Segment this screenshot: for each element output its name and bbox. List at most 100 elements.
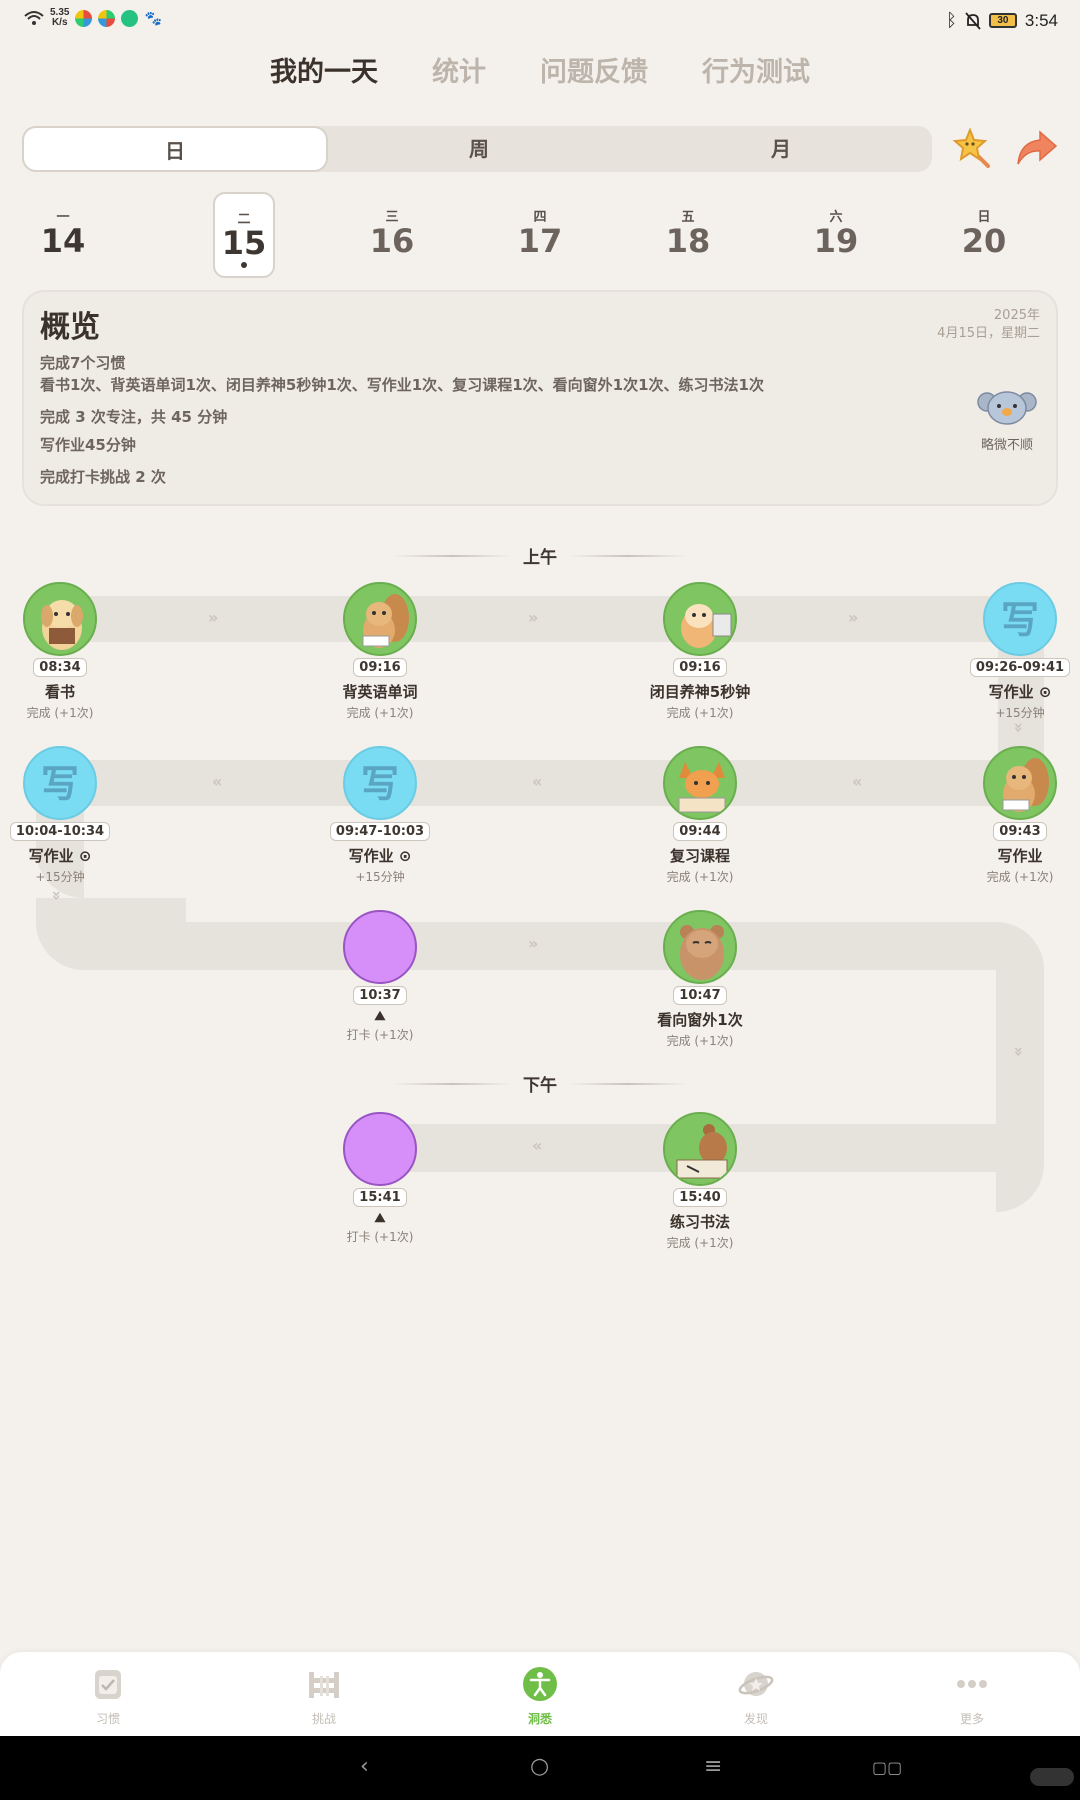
- habits-summary: 完成7个习惯: [40, 354, 126, 372]
- completion-status: 完成 (+1次): [986, 870, 1054, 884]
- back-icon[interactable]: ‹: [360, 1754, 369, 1779]
- challenge-summary: 完成打卡挑战 2 次: [40, 468, 166, 486]
- track-row3-fill: [36, 898, 186, 970]
- watermark-badge: [1030, 1768, 1074, 1786]
- timeline-entry[interactable]: 09:43 写作业 完成 (+1次): [950, 746, 1080, 885]
- fox-review-icon: [663, 746, 737, 820]
- koala-mood-icon: [977, 391, 1037, 425]
- timeline-entry[interactable]: 09:16 背英语单词 完成 (+1次): [310, 582, 450, 721]
- completion-status: 完成 (+1次): [666, 1236, 734, 1250]
- top-tabs: 我的一天 统计 问题反馈 行为测试: [0, 50, 1080, 89]
- person-insight-icon: [523, 1667, 557, 1701]
- afternoon-label: 下午: [523, 1076, 557, 1096]
- overview-date: 4月15日，星期二: [937, 326, 1040, 341]
- segment-day[interactable]: 日: [22, 126, 328, 172]
- completion-status: 完成 (+1次): [666, 706, 734, 720]
- mood-indicator[interactable]: 略微不顺: [974, 384, 1040, 453]
- focus-duration: +15分钟: [995, 706, 1045, 720]
- tab-feedback[interactable]: 问题反馈: [540, 57, 648, 88]
- share-arrow-icon[interactable]: [1014, 128, 1058, 168]
- bear-window-icon: [663, 910, 737, 984]
- checkin-status: 打卡 (+1次): [346, 1230, 414, 1244]
- track-row1: [60, 596, 1022, 642]
- mountain-icon: ⛰: [374, 1009, 386, 1024]
- clock: 3:54: [1024, 10, 1058, 30]
- nav-insight[interactable]: 洞悉: [500, 1666, 580, 1727]
- timeline-entry[interactable]: 15:41 ⛰ 打卡 (+1次): [310, 1112, 450, 1245]
- timeline-entry[interactable]: 写 10:04-10:34 写作业 ⊙ +15分钟: [0, 746, 130, 885]
- track-row3: [36, 922, 994, 970]
- nav-habits[interactable]: 习惯: [68, 1666, 148, 1727]
- paw-icon: 🐾: [144, 9, 162, 26]
- completion-status: 完成 (+1次): [346, 706, 414, 720]
- timeline-entry[interactable]: 10:37 ⛰ 打卡 (+1次): [310, 910, 450, 1043]
- app-notification-icon: [98, 9, 116, 27]
- write-glyph-icon: 写: [343, 746, 417, 820]
- timeline-entry[interactable]: 09:44 复习课程 完成 (+1次): [630, 746, 770, 885]
- completion-status: 完成 (+1次): [26, 706, 94, 720]
- reading-dog-icon: [23, 582, 97, 656]
- habit-checkbox-icon: [95, 1670, 121, 1699]
- morning-label: 上午: [523, 548, 557, 568]
- squirrel-study-icon: [983, 746, 1057, 820]
- nav-discover[interactable]: 发现: [716, 1666, 796, 1727]
- activity-dot: [241, 262, 247, 268]
- timeline-entry[interactable]: 10:47 看向窗外1次 完成 (+1次): [630, 910, 770, 1049]
- bear-calligraphy-icon: [663, 1112, 737, 1186]
- focus-detail: 写作业45分钟: [40, 436, 136, 454]
- period-segmented-control: 日 周 月: [22, 126, 932, 172]
- day-timeline: 上午 » » » » « « « » » » « 下午 08:34 看书 完成 …: [0, 540, 1080, 1260]
- squirrel-study-icon: [343, 582, 417, 656]
- timeline-entry[interactable]: 09:16 闭目养神5秒钟 完成 (+1次): [630, 582, 770, 721]
- timeline-entry[interactable]: 写 09:26-09:41 写作业 ⊙ +15分钟: [950, 582, 1080, 721]
- app-notification-icon: [121, 9, 139, 27]
- timeline-entry[interactable]: 08:34 看书 完成 (+1次): [0, 582, 130, 721]
- overview-year: 2025年: [993, 308, 1040, 323]
- overview-title: 概览: [40, 310, 100, 345]
- nav-more[interactable]: 更多: [932, 1666, 1012, 1727]
- timeline-entry[interactable]: 写 09:47-10:03 写作业 ⊙ +15分钟: [310, 746, 450, 885]
- bluetooth-icon: ᛒ: [946, 10, 957, 30]
- segment-week[interactable]: 周: [469, 137, 489, 161]
- nav-challenge[interactable]: 挑战: [284, 1666, 364, 1727]
- completion-status: 完成 (+1次): [666, 1034, 734, 1048]
- menu-icon[interactable]: ≡: [704, 1754, 723, 1779]
- recent-apps-icon[interactable]: ▢▢: [872, 1758, 903, 1777]
- timeline-entry[interactable]: 15:40 练习书法 完成 (+1次): [630, 1112, 770, 1251]
- checkin-circle-icon: [343, 1112, 417, 1186]
- battery-icon: 30: [988, 13, 1017, 28]
- mountain-icon: ⛰: [374, 1211, 386, 1226]
- completion-status: 完成 (+1次): [666, 870, 734, 884]
- hamster-computer-icon: [663, 582, 737, 656]
- bell-off-icon: [965, 11, 981, 30]
- overview-card: 概览 2025年 4月15日，星期二 完成7个习惯 看书1次、背英语单词1次、闭…: [22, 290, 1058, 506]
- tab-statistics[interactable]: 统计: [432, 57, 486, 88]
- checkin-circle-icon: [343, 910, 417, 984]
- segment-month[interactable]: 月: [771, 137, 791, 161]
- system-navigation-bar: ‹ ○ ≡ ▢▢: [0, 1736, 1080, 1800]
- write-glyph-icon: 写: [983, 582, 1057, 656]
- habits-detail: 看书1次、背英语单词1次、闭目养神5秒钟1次、写作业1次、复习课程1次、看向窗外…: [40, 376, 764, 394]
- track-row2: [60, 760, 1022, 806]
- checkin-status: 打卡 (+1次): [346, 1028, 414, 1042]
- wifi-icon: [24, 11, 44, 25]
- tab-behavior-test[interactable]: 行为测试: [702, 57, 810, 88]
- bottom-nav: 习惯 挑战 洞悉 发现 更多: [0, 1652, 1080, 1736]
- home-icon[interactable]: ○: [530, 1754, 550, 1779]
- track-row3-right-cap: [900, 922, 1044, 970]
- focus-summary: 完成 3 次专注，共 45 分钟: [40, 408, 228, 426]
- fence-icon: [309, 1672, 339, 1698]
- star-wand-icon[interactable]: [952, 128, 992, 168]
- planet-icon: [738, 1672, 774, 1696]
- tab-my-day[interactable]: 我的一天: [270, 57, 378, 88]
